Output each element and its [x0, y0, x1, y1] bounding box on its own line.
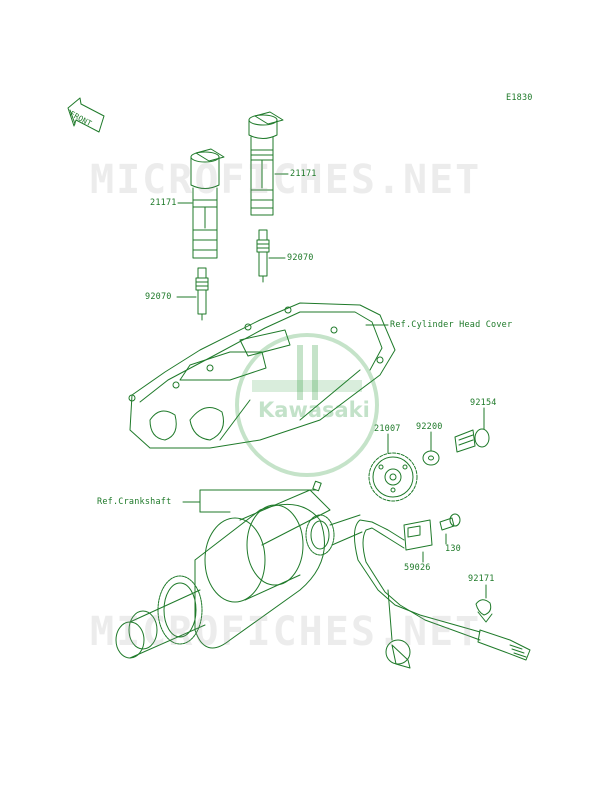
label-clamp[interactable]: 92171	[468, 574, 495, 584]
label-crankshaft[interactable]: Ref.Crankshaft	[97, 497, 172, 507]
cylinder-head-cover	[128, 302, 396, 449]
clamp	[475, 599, 493, 623]
label-rotor[interactable]: 21007	[374, 424, 401, 434]
washer	[422, 450, 440, 466]
label-bolt[interactable]: 92154	[470, 398, 497, 408]
label-coil-right[interactable]: 21171	[290, 169, 317, 179]
watermark-bottom: MICROFICHES.NET	[90, 609, 482, 655]
pickup-bolt	[439, 513, 461, 531]
spark-plug-right	[256, 229, 270, 283]
rotor-bolt	[454, 428, 490, 453]
timing-rotor	[368, 452, 418, 502]
logo-text: Kawasaki	[258, 398, 370, 422]
ignition-coil-left	[190, 148, 225, 259]
kawasaki-logo	[235, 333, 379, 477]
leader-lines	[176, 173, 487, 599]
label-pickup-coil[interactable]: 59026	[404, 563, 431, 573]
front-arrow-icon	[67, 97, 105, 133]
label-coil-left[interactable]: 21171	[150, 198, 177, 208]
crankshaft	[115, 480, 363, 659]
ignition-coil-right	[248, 111, 284, 216]
diagram-code: E1830	[506, 93, 533, 103]
spark-plug-left	[195, 267, 209, 321]
watermark-top: MICROFICHES.NET	[90, 157, 482, 203]
label-washer[interactable]: 92200	[416, 422, 443, 432]
label-plug-right[interactable]: 92070	[287, 253, 314, 263]
label-plug-left[interactable]: 92070	[145, 292, 172, 302]
label-head-cover[interactable]: Ref.Cylinder Head Cover	[390, 320, 513, 330]
pickup-coil	[354, 519, 531, 669]
label-pickup-bolt[interactable]: 130	[445, 544, 461, 554]
